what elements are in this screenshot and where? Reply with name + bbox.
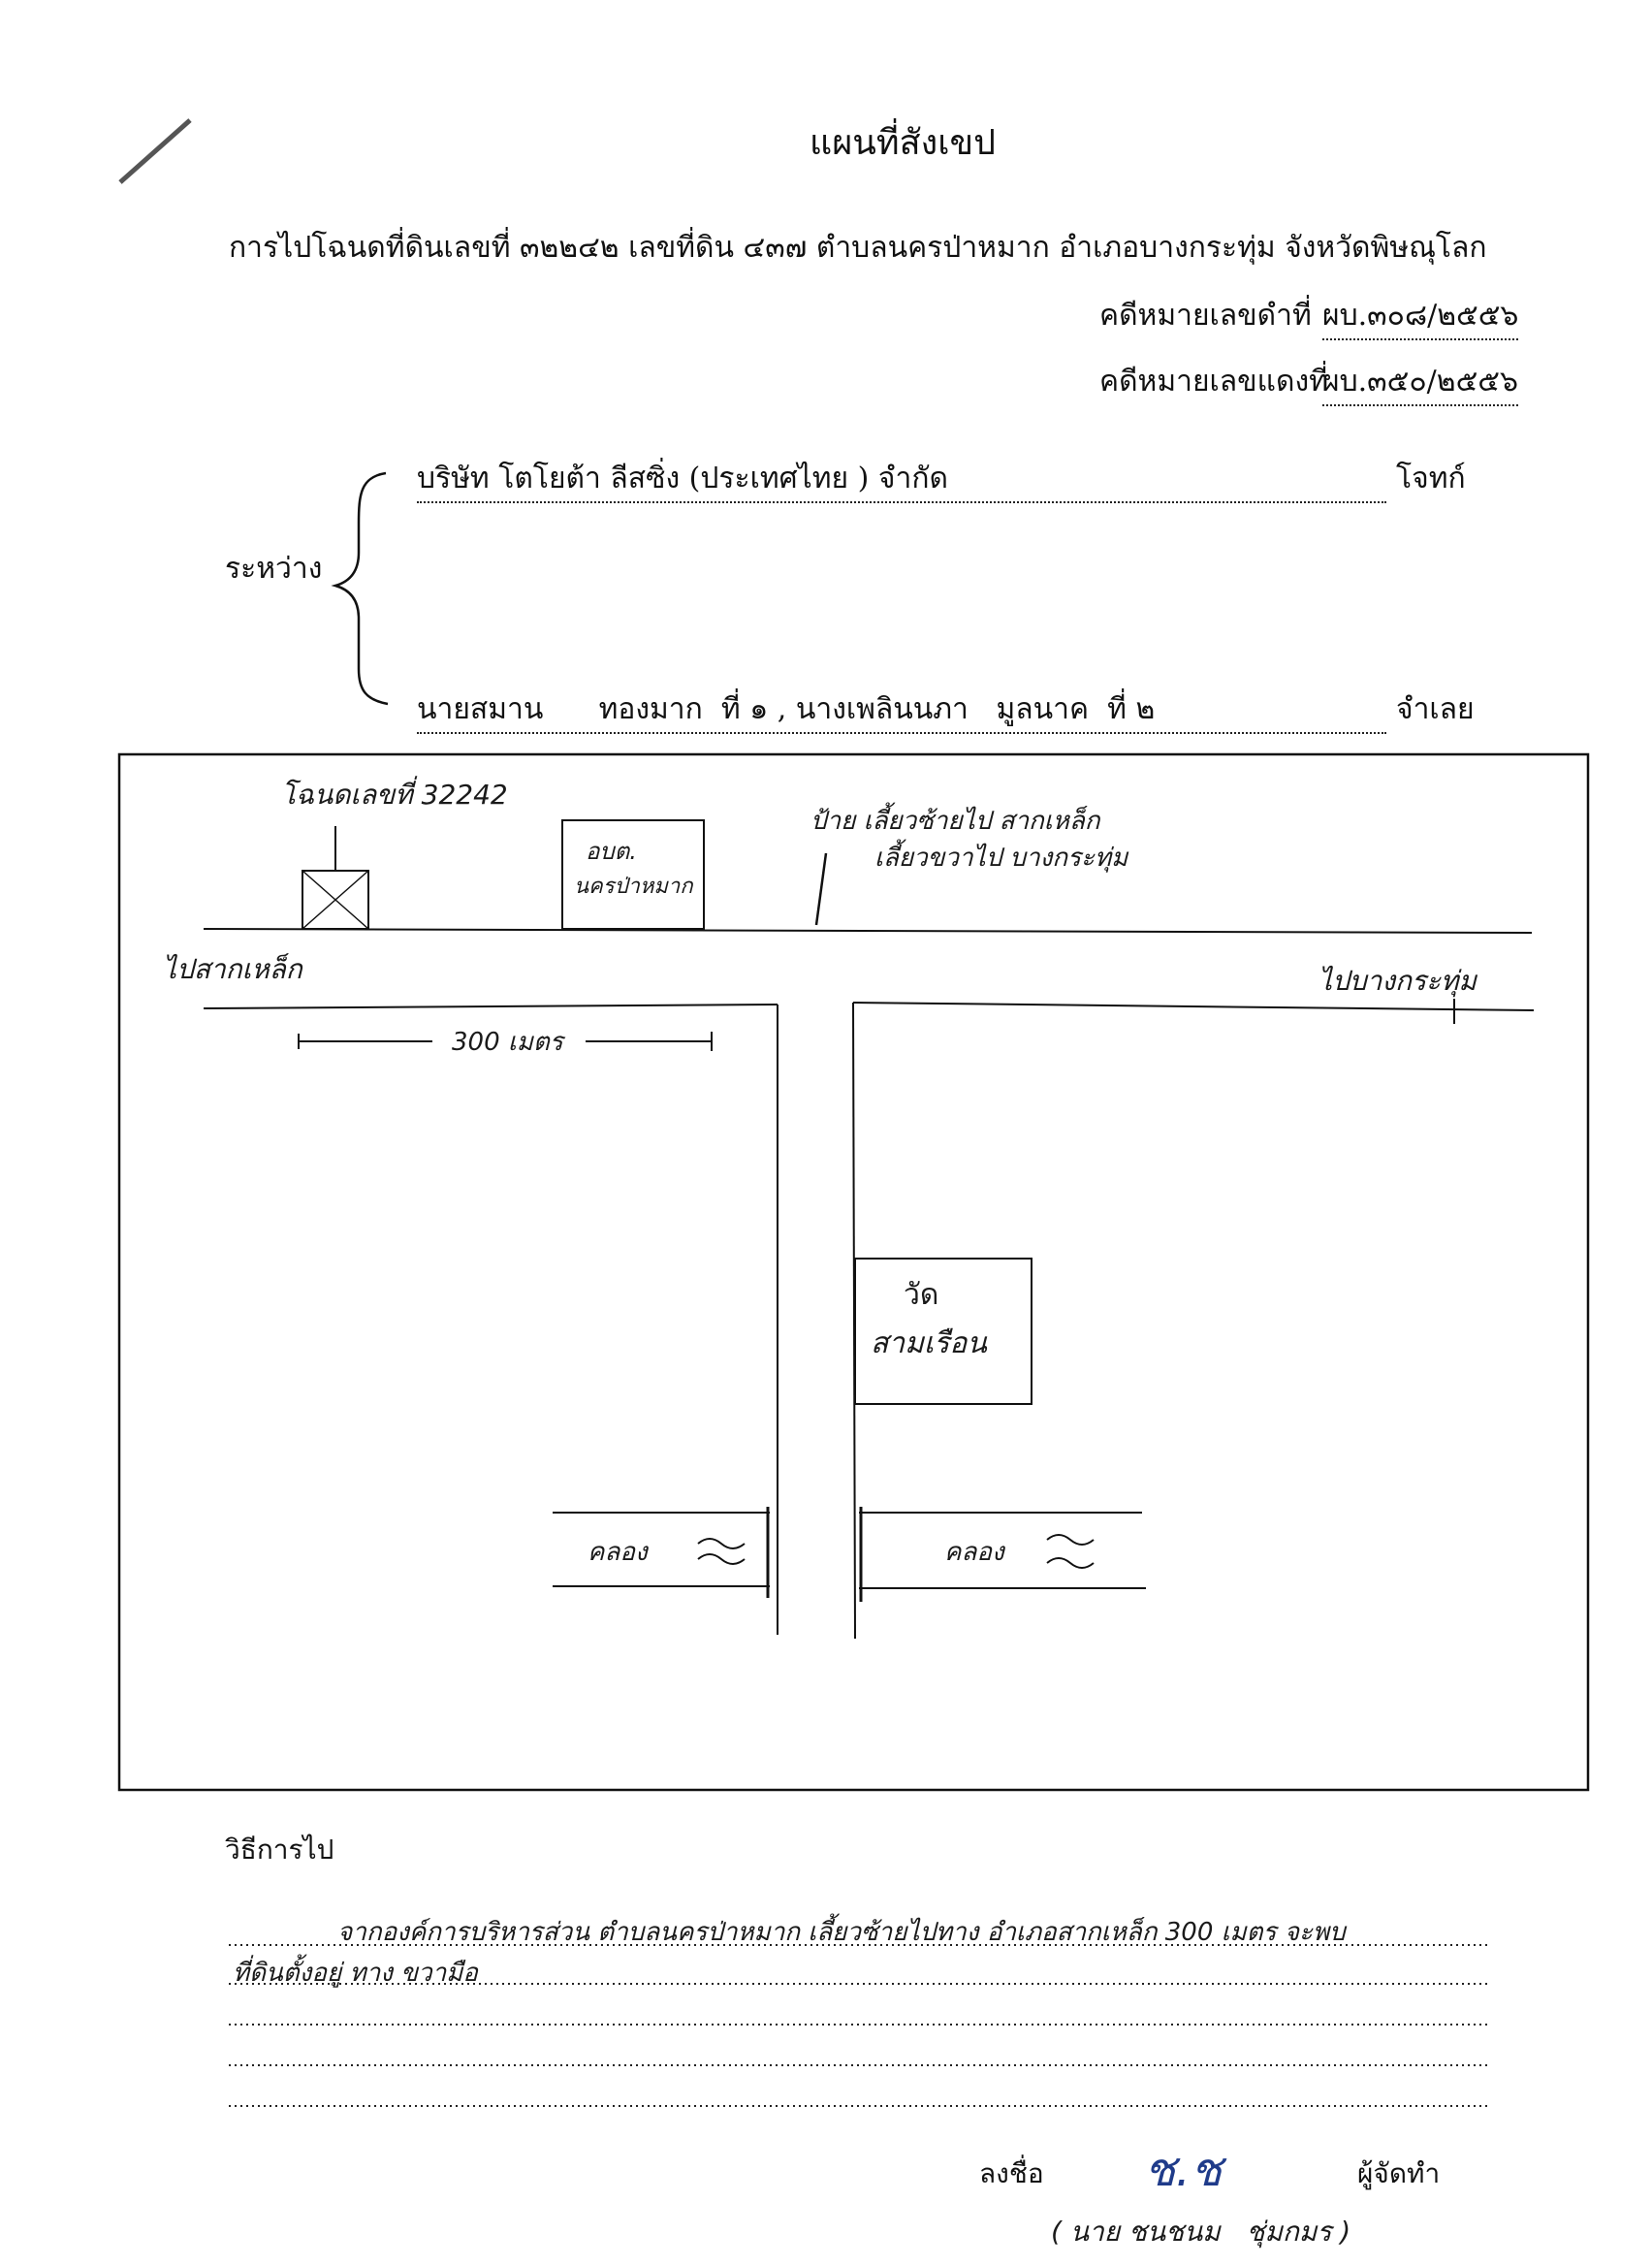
deed-plot <box>302 870 369 930</box>
directions-line-2: ที่ดินตั้งอยู่ ทาง ขวามือ <box>233 1959 478 1988</box>
directions-line-1: จากองค์การบริหารส่วน ตำบลนครป่าหมาก เลี้… <box>337 1918 1346 1947</box>
map-frame <box>117 752 1590 1792</box>
sign-label: ลงชื่อ <box>979 2157 1044 2189</box>
canal-label-left: คลอง <box>588 1538 648 1567</box>
preparer-name: ( นาย ชนชนม ชุ่มกมร ) <box>1051 2216 1351 2248</box>
signature-initials: ช.ช <box>1144 2143 1223 2197</box>
sign-label-2: เลี้ยวขวาไป บางกระทุ่ม <box>874 844 1128 873</box>
right-road-label: ไปบางกระทุ่ม <box>1318 965 1477 997</box>
distance-label: 300 เมตร <box>452 1028 563 1057</box>
deed-label: โฉนดเลขที่ 32242 <box>281 779 508 811</box>
page-title: แผนที่สังเขป <box>810 123 996 163</box>
directions-heading: วิธีการไป <box>225 1834 334 1866</box>
office-box <box>561 819 705 930</box>
defendant-name: นายสมาน ทองมาก ที่ ๑ , นางเพลินนภา มูลนา… <box>417 686 1386 734</box>
plaintiff-role: โจทก์ <box>1396 462 1466 495</box>
brace <box>331 471 389 706</box>
main-road-top-edge <box>203 928 1533 934</box>
preparer-role: ผู้จัดทำ <box>1357 2157 1441 2189</box>
plaintiff-name: บริษัท โตโยต้า ลีสซิ่ง (ประเทศไทย ) จำกั… <box>417 456 1386 503</box>
temple-label-2: สามเรือน <box>871 1326 987 1360</box>
office-label-1: อบต. <box>586 838 637 865</box>
between-label: ระหว่าง <box>225 552 323 586</box>
black-case-label: คดีหมายเลขดำที่ <box>1099 299 1312 333</box>
defendant-role: จำเลย <box>1396 692 1475 726</box>
temple-label-1: วัด <box>904 1278 939 1312</box>
temple-box <box>854 1258 1032 1405</box>
main-road-bottom-right-edge <box>852 1002 1535 1011</box>
staple-mark <box>118 118 192 184</box>
sign-arrow <box>814 852 828 926</box>
route-line: การไปโฉนดที่ดินเลขที่ ๓๒๒๔๒ เลขที่ดิน ๔๓… <box>229 231 1487 265</box>
main-road-bottom-left-edge <box>203 1004 778 1009</box>
black-case-number: ผบ.๓๐๘/๒๕๕๖ <box>1322 293 1519 340</box>
red-case-number: ผบ.๓๕๐/๒๕๕๖ <box>1322 359 1519 406</box>
canal-label-right: คลอง <box>944 1538 1004 1567</box>
red-case-label: คดีหมายเลขแดงที่ <box>1099 365 1328 399</box>
office-label-2: นครป่าหมาก <box>574 875 693 899</box>
sign-label-1: ป้าย เลี้ยวซ้ายไป สากเหล็ก <box>810 807 1100 836</box>
left-road-label: ไปสากเหล็ก <box>163 953 302 985</box>
